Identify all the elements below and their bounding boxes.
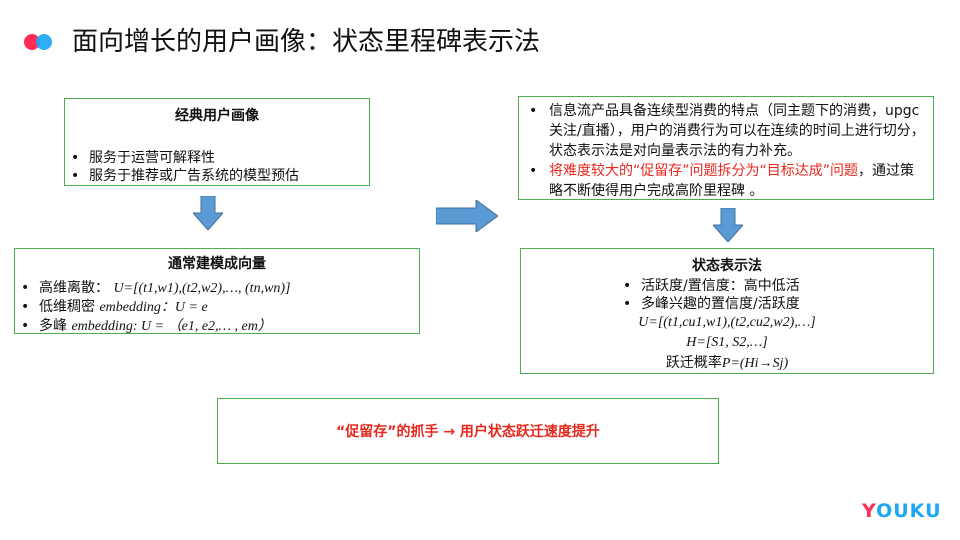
list-item: 多峰兴趣的置信度/活跃度 [617, 295, 933, 313]
formula-p: 跃迁概率P=(Hi→Sj) [521, 353, 933, 374]
state-representation-box: 状态表示法 活跃度/置信度：高中低活 多峰兴趣的置信度/活跃度 U=[(t1,c… [520, 248, 934, 374]
state-representation-title: 状态表示法 [692, 258, 762, 274]
item-text: ，通过策略不断使得用户完成高阶里程碑 。 [549, 163, 915, 199]
item-label: 低维稠密 [39, 299, 95, 315]
list-item: 服务于推荐或广告系统的模型预估 [65, 167, 369, 185]
vector-modeling-title: 通常建模成向量 [168, 256, 266, 272]
formula-expression: P=(Hi→Sj) [721, 356, 789, 371]
right-arrow-icon [436, 200, 498, 232]
formula-u: U=[(t1,cu1,w1),(t2,cu2,w2),…] [638, 315, 816, 330]
list-item: 高维离散： U=[(t1,w1),(t2,w2),…, (tn,wn)] [15, 279, 419, 298]
conclusion-text: “促留存”的抓手 → 用户状态跃迁速度提升 [336, 424, 600, 440]
item-label: 高维离散： [39, 280, 109, 296]
list-item: 信息流产品具备连续型消费的特点（同主题下的消费，upgc关注/直播），用户的消费… [519, 101, 933, 161]
item-formula: U=[(t1,w1),(t2,w2),…, (tn,wn)] [113, 281, 291, 296]
down-arrow-icon [713, 208, 743, 242]
conclusion-box: “促留存”的抓手 → 用户状态跃迁速度提升 [217, 398, 719, 464]
list-item: 低维稠密 embedding：U = e [15, 298, 419, 317]
list-item: 服务于运营可解释性 [65, 149, 369, 167]
blue-dot-icon [36, 34, 52, 50]
state-representation-list: 活跃度/置信度：高中低活 多峰兴趣的置信度/活跃度 [521, 277, 933, 313]
list-item: 将难度较大的“促留存”问题拆分为“目标达成”问题，通过策略不断使得用户完成高阶里… [519, 161, 933, 201]
classic-portrait-box: 经典用户画像 服务于运营可解释性 服务于推荐或广告系统的模型预估 [64, 98, 370, 186]
list-item: 活跃度/置信度：高中低活 [617, 277, 933, 295]
logo-part: Y [862, 500, 877, 522]
formula-label: 跃迁概率 [665, 355, 722, 371]
brand-dots-icon [24, 34, 64, 50]
youku-logo: YOUKU [862, 500, 942, 522]
highlight-text: 将难度较大的“促留存”问题拆分为“目标达成”问题 [549, 163, 859, 179]
formula-h: H=[S1, S2,…] [686, 335, 768, 350]
item-label: 多峰 [39, 318, 67, 334]
down-arrow-icon [193, 196, 223, 230]
classic-portrait-list: 服务于运营可解释性 服务于推荐或广告系统的模型预估 [65, 149, 369, 185]
stream-feature-box: 信息流产品具备连续型消费的特点（同主题下的消费，upgc关注/直播），用户的消费… [518, 96, 934, 200]
slide-title: 面向增长的用户画像：状态里程碑表示法 [72, 27, 541, 57]
item-formula: embedding: U = （e1, e2,… , em） [71, 319, 272, 334]
item-formula: embedding：U = e [99, 300, 208, 315]
vector-modeling-list: 高维离散： U=[(t1,w1),(t2,w2),…, (tn,wn)] 低维稠… [15, 279, 419, 336]
classic-portrait-title: 经典用户画像 [175, 108, 259, 124]
list-item: 多峰 embedding: U = （e1, e2,… , em） [15, 317, 419, 336]
logo-part: OUKU [876, 500, 942, 522]
stream-feature-list: 信息流产品具备连续型消费的特点（同主题下的消费，upgc关注/直播），用户的消费… [519, 101, 933, 201]
vector-modeling-box: 通常建模成向量 高维离散： U=[(t1,w1),(t2,w2),…, (tn,… [14, 248, 420, 336]
